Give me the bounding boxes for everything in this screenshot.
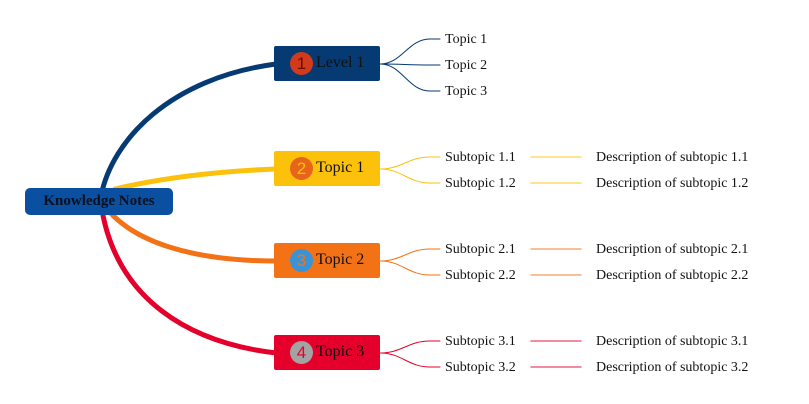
subtopic-label[interactable]: Subtopic 2.1 — [445, 242, 516, 257]
child-connector — [379, 340, 441, 354]
main-connector — [112, 166, 279, 192]
subtopic-description[interactable]: Description of subtopic 3.1 — [596, 334, 749, 349]
child-connector — [379, 248, 441, 262]
main-connector — [98, 201, 279, 356]
subtopic-description[interactable]: Description of subtopic 3.2 — [596, 360, 749, 375]
subtopic-description[interactable]: Description of subtopic 1.2 — [596, 176, 749, 191]
subtopic-description[interactable]: Description of subtopic 2.1 — [596, 242, 749, 257]
branch-label: Topic 1 — [316, 159, 365, 176]
branch-label: Topic 2 — [316, 251, 365, 268]
child-connector — [379, 260, 441, 276]
child-connector — [379, 352, 441, 368]
branch-label: Level 1 — [316, 54, 365, 71]
branch-label: Topic 3 — [316, 343, 365, 360]
subtopic-label[interactable]: Subtopic 3.1 — [445, 334, 516, 349]
number-badge: 1 — [290, 52, 313, 75]
subtopic-label[interactable]: Subtopic 1.1 — [445, 150, 516, 165]
number-badge: 3 — [290, 249, 313, 272]
branch-node-topic-2[interactable]: 3 Topic 2 — [274, 243, 380, 278]
branch-node-level-1[interactable]: 1 Level 1 — [274, 46, 380, 81]
branch-node-topic-1[interactable]: 2 Topic 1 — [274, 151, 380, 186]
leaf-topic[interactable]: Topic 1 — [445, 32, 488, 47]
subtopic-description[interactable]: Description of subtopic 1.1 — [596, 150, 749, 165]
leaf-topic[interactable]: Topic 2 — [445, 58, 488, 73]
subtopic-label[interactable]: Subtopic 1.2 — [445, 176, 516, 191]
central-topic[interactable]: Knowledge Notes — [25, 188, 173, 215]
child-connector — [379, 63, 441, 92]
number-badge: 2 — [290, 157, 313, 180]
subtopic-label[interactable]: Subtopic 3.2 — [445, 360, 516, 375]
leaf-topic[interactable]: Topic 3 — [445, 84, 488, 99]
subtopic-description[interactable]: Description of subtopic 2.2 — [596, 268, 749, 283]
child-connector — [379, 168, 441, 184]
number-badge: 4 — [290, 341, 313, 364]
main-connector — [98, 198, 279, 264]
child-connector — [379, 63, 441, 66]
central-topic-label: Knowledge Notes — [43, 193, 155, 209]
child-connector — [379, 38, 441, 65]
main-connector — [98, 61, 279, 199]
branch-node-topic-3[interactable]: 4 Topic 3 — [274, 335, 380, 370]
child-connector — [379, 156, 441, 170]
subtopic-label[interactable]: Subtopic 2.2 — [445, 268, 516, 283]
